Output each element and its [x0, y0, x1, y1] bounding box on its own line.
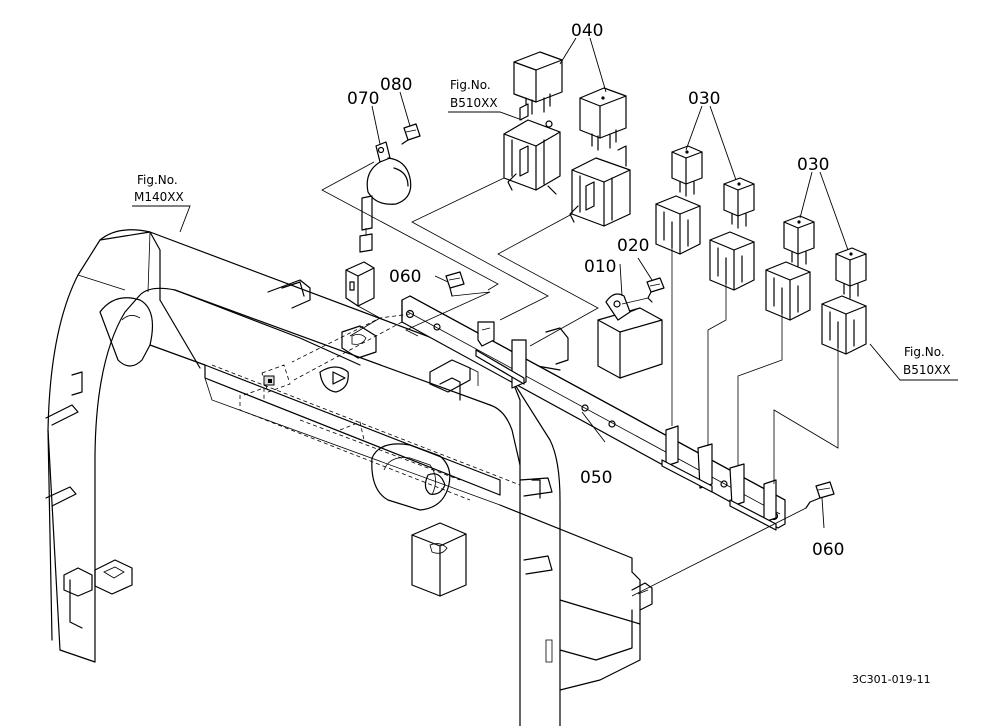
flasher-unit-010 [597, 293, 663, 379]
fig-ref-b510-right-code: B510XX [903, 363, 951, 377]
screw-020 [646, 277, 665, 303]
relay-socket-030-3 [765, 261, 811, 321]
screw-060-upper [445, 271, 465, 297]
assembly-lines [291, 161, 839, 597]
drawing-code: 3C301-019-11 [852, 673, 931, 686]
relay-socket-030-2 [709, 231, 755, 291]
relay-030-2 [723, 177, 755, 229]
label-010: 010 [584, 257, 616, 277]
label-030-right: 030 [797, 155, 829, 175]
label-080: 080 [380, 75, 412, 95]
fig-ref-m140-code: M140XX [134, 190, 184, 204]
relay-socket-040-right [569, 145, 631, 227]
label-060-lower: 060 [812, 540, 844, 560]
relay-040-right [579, 87, 627, 151]
fig-ref-m140-title: Fig.No. [137, 173, 178, 187]
bolt-080 [401, 123, 421, 145]
relay-socket-030-1 [655, 195, 701, 255]
label-020: 020 [617, 236, 649, 256]
label-030-top: 030 [688, 89, 720, 109]
relay-040-left [513, 51, 563, 121]
callout-leaders [132, 37, 958, 529]
relay-mounting-plate [401, 295, 786, 531]
relay-030-4 [835, 247, 867, 299]
label-070: 070 [347, 89, 379, 109]
fig-ref-b510-top-title: Fig.No. [450, 78, 491, 92]
relay-socket-040-left [503, 119, 561, 195]
fig-ref-b510-top-code: B510XX [450, 96, 498, 110]
relay-030-1 [671, 145, 703, 197]
fig-ref-b510-right-title: Fig.No. [904, 345, 945, 359]
relay-030-3 [783, 215, 815, 267]
label-040: 040 [571, 21, 603, 41]
relay-socket-030-4 [821, 295, 867, 355]
label-050: 050 [580, 468, 612, 488]
harness-clamp-070 [345, 141, 412, 307]
main-frame-panel [45, 229, 653, 726]
label-060-upper: 060 [389, 267, 421, 287]
screw-060-lower [805, 481, 835, 509]
